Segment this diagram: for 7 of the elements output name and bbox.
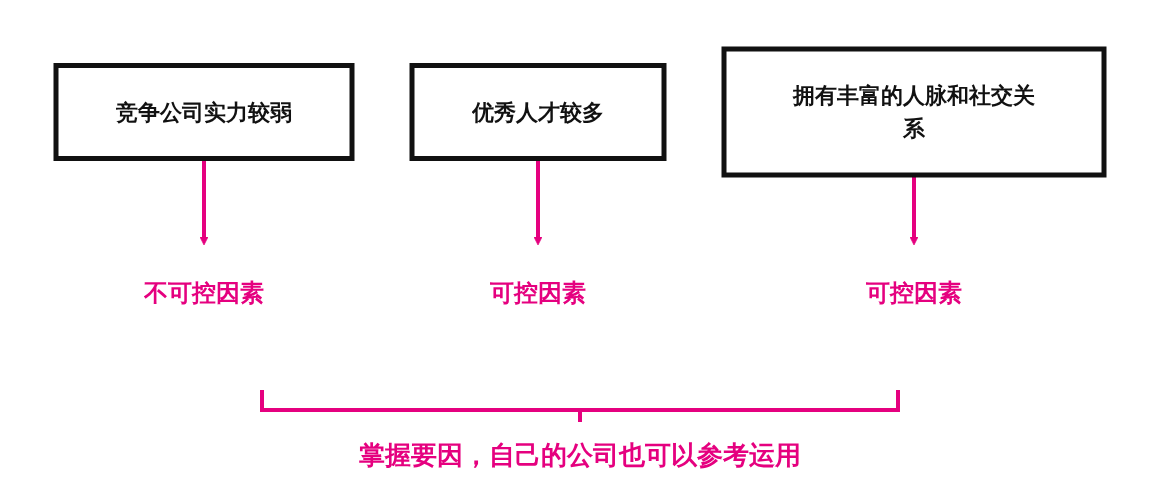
node-box: 竞争公司实力较弱 [53, 63, 355, 161]
node-text: 可控因素 [866, 279, 962, 307]
node-text: 可控因素 [490, 279, 586, 307]
node-text: 不可控因素 [144, 279, 264, 307]
node-box: 优秀人才较多 [409, 63, 667, 161]
note-text: 掌握要因，自己的公司也可以参考运用 [359, 439, 801, 472]
node-box: 拥有丰富的人脉和社交关系 [721, 46, 1107, 178]
